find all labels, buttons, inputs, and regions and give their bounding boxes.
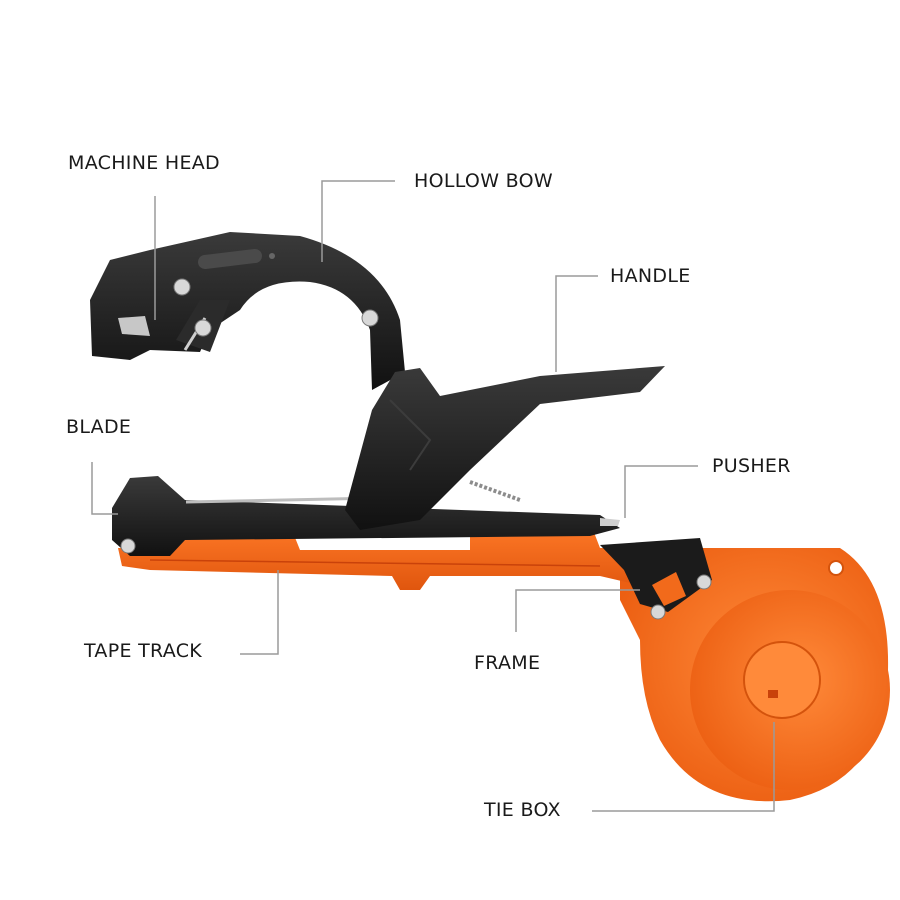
- label-tape-track: TAPE TRACK: [84, 640, 203, 662]
- frame-part: [600, 538, 712, 620]
- leader-tie-box: [592, 722, 775, 812]
- hollow-bow-part: [90, 232, 405, 390]
- leader-tape-track: [240, 570, 279, 655]
- handle-part: [345, 366, 665, 530]
- leader-handle: [555, 275, 598, 372]
- label-pusher: PUSHER: [712, 455, 791, 477]
- leader-pusher: [624, 465, 698, 518]
- label-tie-box: TIE BOX: [484, 799, 561, 821]
- leader-blade: [91, 462, 118, 515]
- label-blade: BLADE: [66, 416, 132, 438]
- label-handle: HANDLE: [610, 265, 691, 287]
- label-machine-head: MACHINE HEAD: [68, 152, 220, 174]
- label-hollow-bow: HOLLOW BOW: [414, 170, 553, 192]
- label-frame: FRAME: [474, 652, 541, 674]
- leader-hollow-bow: [321, 180, 395, 262]
- tie-box-part: [620, 548, 890, 802]
- leader-frame: [515, 589, 640, 632]
- leader-lines: [91, 180, 775, 812]
